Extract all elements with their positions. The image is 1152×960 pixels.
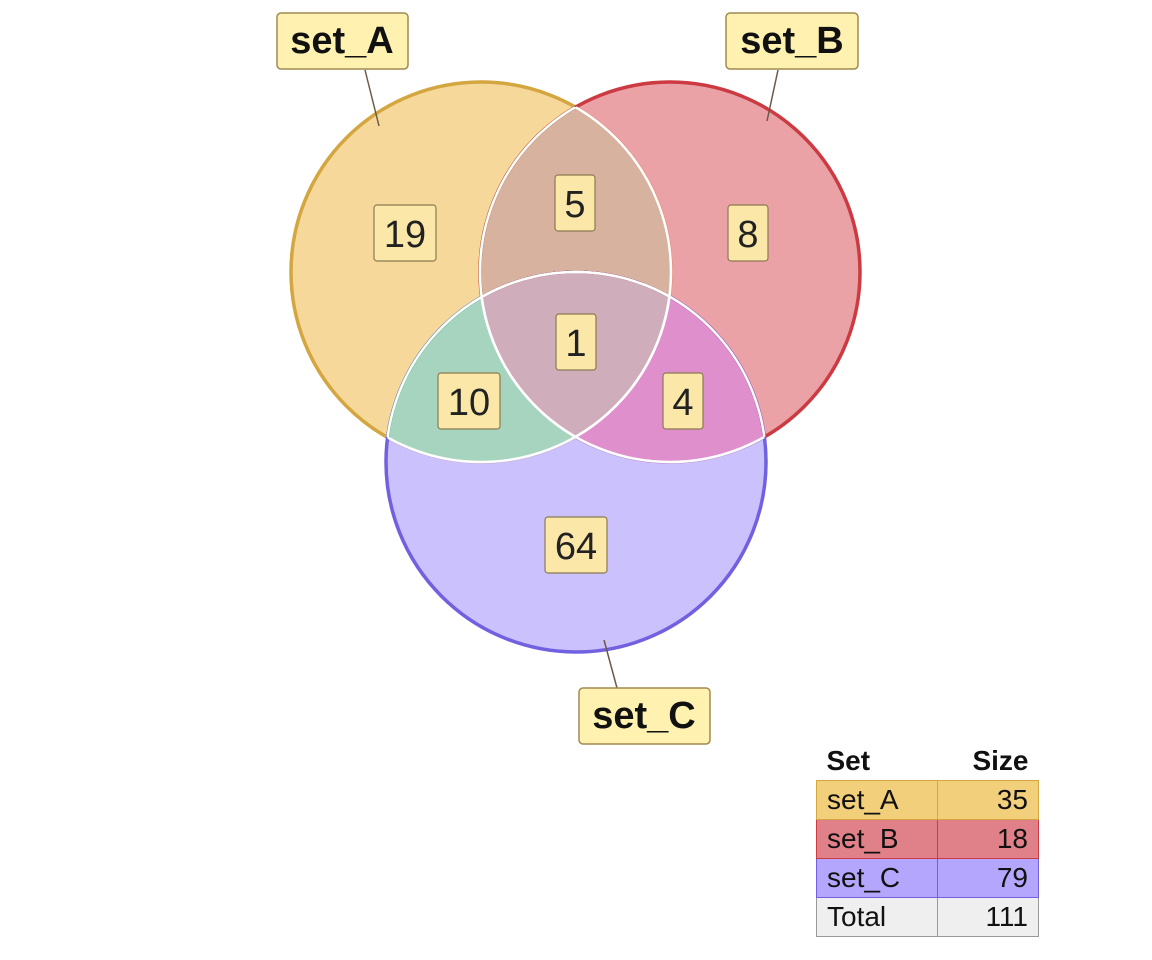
svg-text:64: 64 (555, 526, 597, 568)
region-a-b-count: 5 (554, 174, 596, 232)
total-size-cell: 111 (937, 897, 1039, 937)
table-row: set_B 18 (816, 819, 1039, 859)
set-size-cell: 18 (937, 819, 1039, 859)
set-b-leader-line (766, 69, 779, 122)
svg-text:set_B: set_B (740, 20, 844, 62)
region-a-c-count: 10 (437, 372, 501, 430)
region-b-c-count: 4 (662, 372, 704, 430)
region-c-only-count: 64 (544, 516, 608, 574)
set-name-cell: set_A (816, 780, 938, 820)
set-size-table: Set Size set_A 35 set_B 18 set_C 79 Tota… (816, 740, 1039, 937)
set-size-cell: 35 (937, 780, 1039, 820)
set-a-label: set_A (276, 12, 409, 70)
region-b-only-count: 8 (727, 204, 769, 262)
region-a-only-count: 19 (373, 204, 437, 262)
table-row: Total 111 (816, 897, 1039, 937)
set-name-cell: set_B (816, 819, 938, 859)
svg-text:4: 4 (672, 382, 693, 424)
set-b-label: set_B (725, 12, 859, 70)
set-column-header: Set (826, 745, 871, 776)
svg-text:8: 8 (737, 214, 758, 256)
set-size-cell: 79 (937, 858, 1039, 898)
size-column-header: Size (972, 745, 1029, 776)
svg-text:19: 19 (384, 214, 426, 256)
set-name-cell: set_C (816, 858, 938, 898)
svg-text:set_A: set_A (290, 20, 394, 62)
svg-text:10: 10 (448, 382, 490, 424)
table-row: set_A 35 (816, 780, 1039, 820)
table-header-row: Set Size (817, 740, 1039, 781)
region-a-b-c-count: 1 (555, 313, 597, 371)
svg-text:set_C: set_C (592, 695, 696, 737)
svg-text:5: 5 (564, 184, 585, 226)
total-name-cell: Total (816, 897, 938, 937)
svg-text:1: 1 (565, 323, 586, 365)
table-row: set_C 79 (816, 858, 1039, 898)
set-a-leader-line (364, 69, 380, 127)
set-c-label: set_C (578, 687, 711, 745)
set-c-leader-line (603, 639, 618, 689)
